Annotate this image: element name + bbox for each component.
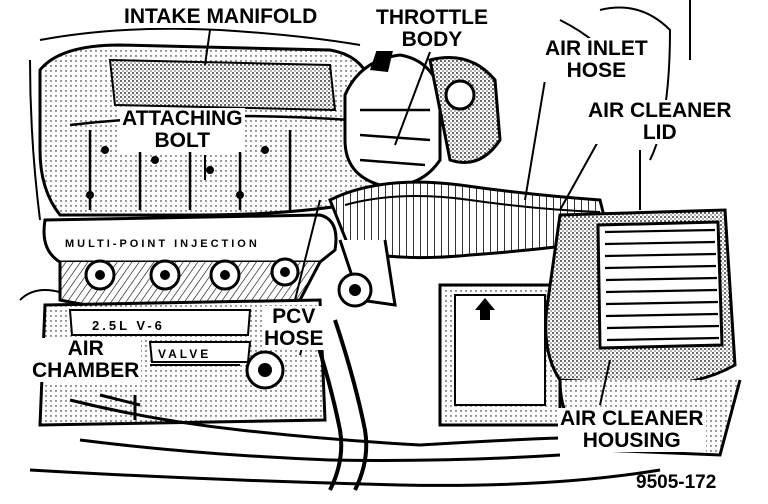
figure-number: 9505-172 — [636, 472, 717, 493]
module-box — [438, 283, 562, 427]
air-chamber-label: AIR CHAMBER — [30, 337, 142, 382]
air-chamber-line-1: AIR — [67, 337, 104, 360]
air-cleaner-housing-line-2: HOUSING — [582, 429, 681, 452]
intake-manifold-text: INTAKE MANIFOLD — [124, 5, 318, 28]
attaching-bolt-line-2: BOLT — [154, 129, 211, 152]
intake-manifold-label: INTAKE MANIFOLD — [122, 5, 320, 28]
leader-lines — [150, 29, 641, 406]
lower-hoses — [29, 393, 661, 487]
throttle-body-line-2: BODY — [401, 28, 463, 51]
throttle-body — [343, 40, 502, 188]
valve-cover: 2.5L V-6 VALVE — [38, 298, 327, 427]
air-inlet-hose-line-2: HOSE — [566, 59, 627, 82]
air-cleaner-lid-line-2: LID — [642, 121, 677, 144]
air-cleaner-housing-label: AIR CLEANER HOUSING — [558, 408, 706, 452]
throttle-body-label: THROTTLE BODY — [374, 7, 490, 51]
air-cleaner-housing-line-1: AIR CLEANER — [560, 407, 704, 430]
valve-marking: VALVE — [158, 347, 211, 361]
air-chamber: MULTI-POINT INJECTION — [42, 213, 338, 312]
engine-size-marking: 2.5L V-6 — [92, 318, 165, 333]
air-inlet-hose-line-1: AIR INLET — [545, 37, 648, 60]
pcv-hose-line-1: PCV — [272, 305, 316, 328]
plenum-marking: MULTI-POINT INJECTION — [65, 238, 260, 250]
air-cleaner-lid-label: AIR CLEANER LID — [586, 100, 734, 144]
pcv-hose-label: PCV HOSE — [262, 306, 326, 350]
throttle-body-line-1: THROTTLE — [376, 6, 488, 29]
pcv-hose-line-2: HOSE — [264, 327, 324, 350]
air-chamber-line-2: CHAMBER — [32, 359, 140, 382]
air-cleaner-lid-line-1: AIR CLEANER — [588, 99, 732, 122]
pcv-hose-drawing — [308, 319, 369, 491]
attaching-bolt-line-1: ATTACHING — [122, 107, 243, 130]
air-inlet-hose-label: AIR INLET HOSE — [543, 38, 650, 82]
attaching-bolt-label: ATTACHING BOLT — [120, 108, 245, 152]
